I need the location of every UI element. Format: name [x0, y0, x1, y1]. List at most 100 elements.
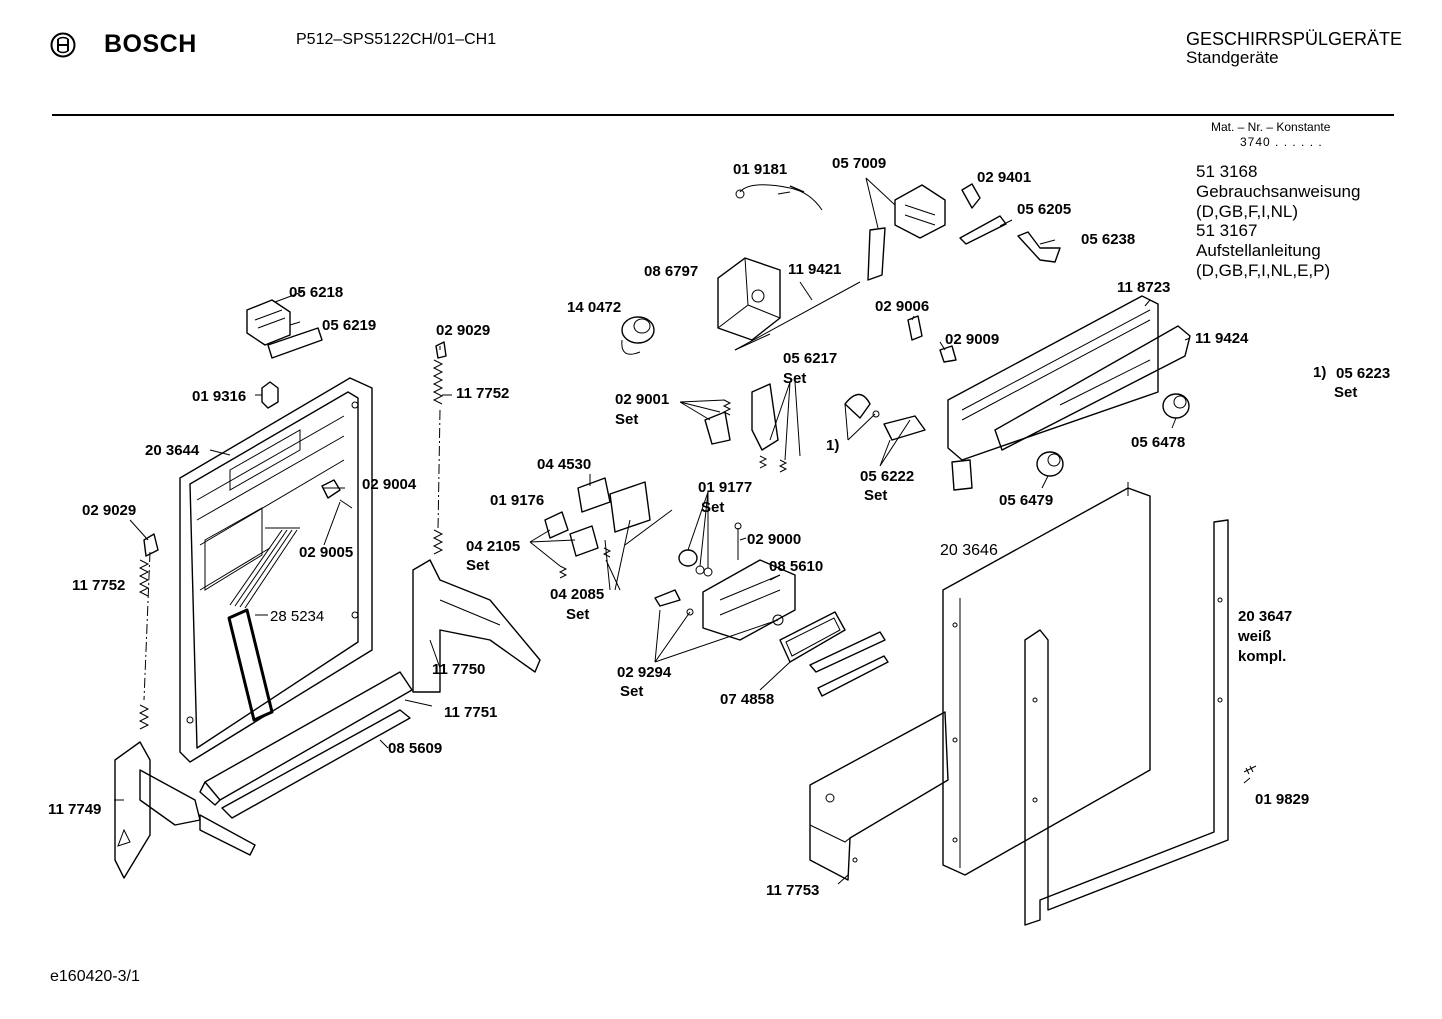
part-label: 01 9181 [733, 161, 787, 178]
linkage-rod [734, 281, 861, 351]
header-divider [52, 114, 1394, 116]
spring-set [704, 399, 732, 445]
part-label: 02 9029 [436, 322, 490, 339]
category-subtitle: Standgeräte [1186, 48, 1279, 67]
door-panel [179, 377, 373, 763]
part-label: 05 6222 [860, 468, 914, 485]
hinge-right [412, 559, 541, 693]
part-label: 05 6205 [1017, 201, 1071, 218]
part-label: 14 0472 [567, 299, 621, 316]
part-label: 11 7750 [432, 661, 485, 678]
door-lock [867, 184, 946, 281]
part-label: 05 6218 [289, 284, 343, 301]
cable [735, 184, 823, 211]
document-number: 51 3167 [1196, 221, 1258, 240]
part-label: 11 7752 [456, 385, 509, 402]
document-languages: (D,GB,F,I,NL,E,P) [1196, 261, 1331, 280]
part-label: 07 4858 [720, 691, 774, 708]
part-label: 05 6238 [1081, 231, 1135, 248]
part-label: 02 9000 [747, 531, 801, 548]
bosch-logo-icon [50, 32, 76, 58]
selector-dial-set [844, 393, 926, 441]
part-label: 20 3646 [940, 542, 998, 559]
part-label: 02 9009 [945, 331, 999, 348]
part-label: 02 9001 [615, 391, 669, 408]
part-label: 20 3644 [145, 442, 200, 459]
lock-bolt [959, 215, 1007, 245]
knob-large [1036, 451, 1064, 477]
document-title: Aufstellanleitung [1196, 241, 1321, 260]
door-switch-parts [321, 479, 353, 509]
part-label: 01 9316 [192, 388, 246, 405]
part-label: 20 3647 [1238, 608, 1292, 625]
part-label: 04 4530 [537, 456, 591, 473]
part-label: 11 7749 [48, 801, 101, 818]
drawing-code: e160420-3/1 [50, 968, 140, 985]
document-title: Gebrauchsanweisung [1196, 182, 1361, 201]
material-number-label: Mat. – Nr. – Konstante [1211, 120, 1331, 134]
part-label: 08 6797 [644, 263, 698, 280]
part-label: 08 5609 [388, 740, 442, 757]
timer-knob [621, 316, 655, 355]
side-panel [942, 482, 1151, 876]
document-number: 51 3168 [1196, 162, 1258, 181]
part-label: 11 7752 [72, 577, 125, 594]
lock-latch [961, 183, 981, 209]
part-label: 28 5234 [270, 608, 324, 625]
dispenser-pin [734, 522, 742, 560]
base-panel [809, 711, 949, 881]
material-number-value: 3740 . . . . . . [1240, 135, 1323, 149]
part-label: 05 6217 [783, 350, 837, 367]
footnote-note: Set [1334, 384, 1357, 401]
part-label: 05 6219 [322, 317, 376, 334]
door-seal-strip [221, 709, 411, 819]
side-frame [1024, 519, 1229, 926]
switch-parts [907, 315, 957, 363]
part-label: 1) [826, 437, 839, 454]
detergent-cap-set [678, 549, 713, 577]
part-note: Set [701, 499, 724, 516]
part-note: Set [620, 683, 643, 700]
category-title: GESCHIRRSPÜLGERÄTE [1186, 29, 1403, 49]
dispenser-seal-set [544, 477, 673, 579]
dispenser-lever-set [654, 589, 694, 616]
lock-lever [1017, 231, 1061, 263]
model-number: P512–SPS5122CH/01–CH1 [296, 31, 497, 48]
part-label: 01 9177 [698, 479, 752, 496]
part-label: 11 9421 [788, 261, 841, 278]
part-label: 01 9829 [1255, 791, 1309, 808]
leader-lines [114, 177, 1251, 885]
part-label: 02 9005 [299, 544, 353, 561]
part-label: 01 9176 [490, 492, 544, 509]
selector-switch-set [751, 383, 788, 473]
part-label: 05 6478 [1131, 434, 1185, 451]
part-label: 04 2085 [550, 586, 604, 603]
door-bottom-strip [199, 671, 413, 806]
part-label: 04 2105 [466, 538, 520, 555]
part-note: Set [615, 411, 638, 428]
part-label: 11 9424 [1195, 330, 1249, 347]
part-label: 02 9294 [617, 664, 672, 681]
part-label: 11 7751 [444, 704, 497, 721]
part-label: 08 5610 [769, 558, 823, 575]
brand-name: BOSCH [104, 30, 197, 58]
part-note: kompl. [1238, 648, 1286, 665]
program-timer [717, 257, 781, 351]
screw [1243, 765, 1257, 775]
part-note: Set [466, 557, 489, 574]
part-label: 05 7009 [832, 155, 886, 172]
part-label: 05 6479 [999, 492, 1053, 509]
decor-strip [227, 527, 300, 722]
door-spring-right [432, 341, 447, 555]
footnote-part: 05 6223 [1336, 365, 1390, 382]
control-panel [947, 295, 1159, 491]
knob-small [1162, 393, 1190, 419]
door-handle-parts [246, 299, 323, 359]
part-note: weiß [1237, 628, 1271, 645]
door-spring-left [138, 533, 159, 730]
part-note: Set [566, 606, 589, 623]
door-clip [261, 381, 279, 409]
part-note: Set [864, 487, 887, 504]
part-label: 02 9029 [82, 502, 136, 519]
